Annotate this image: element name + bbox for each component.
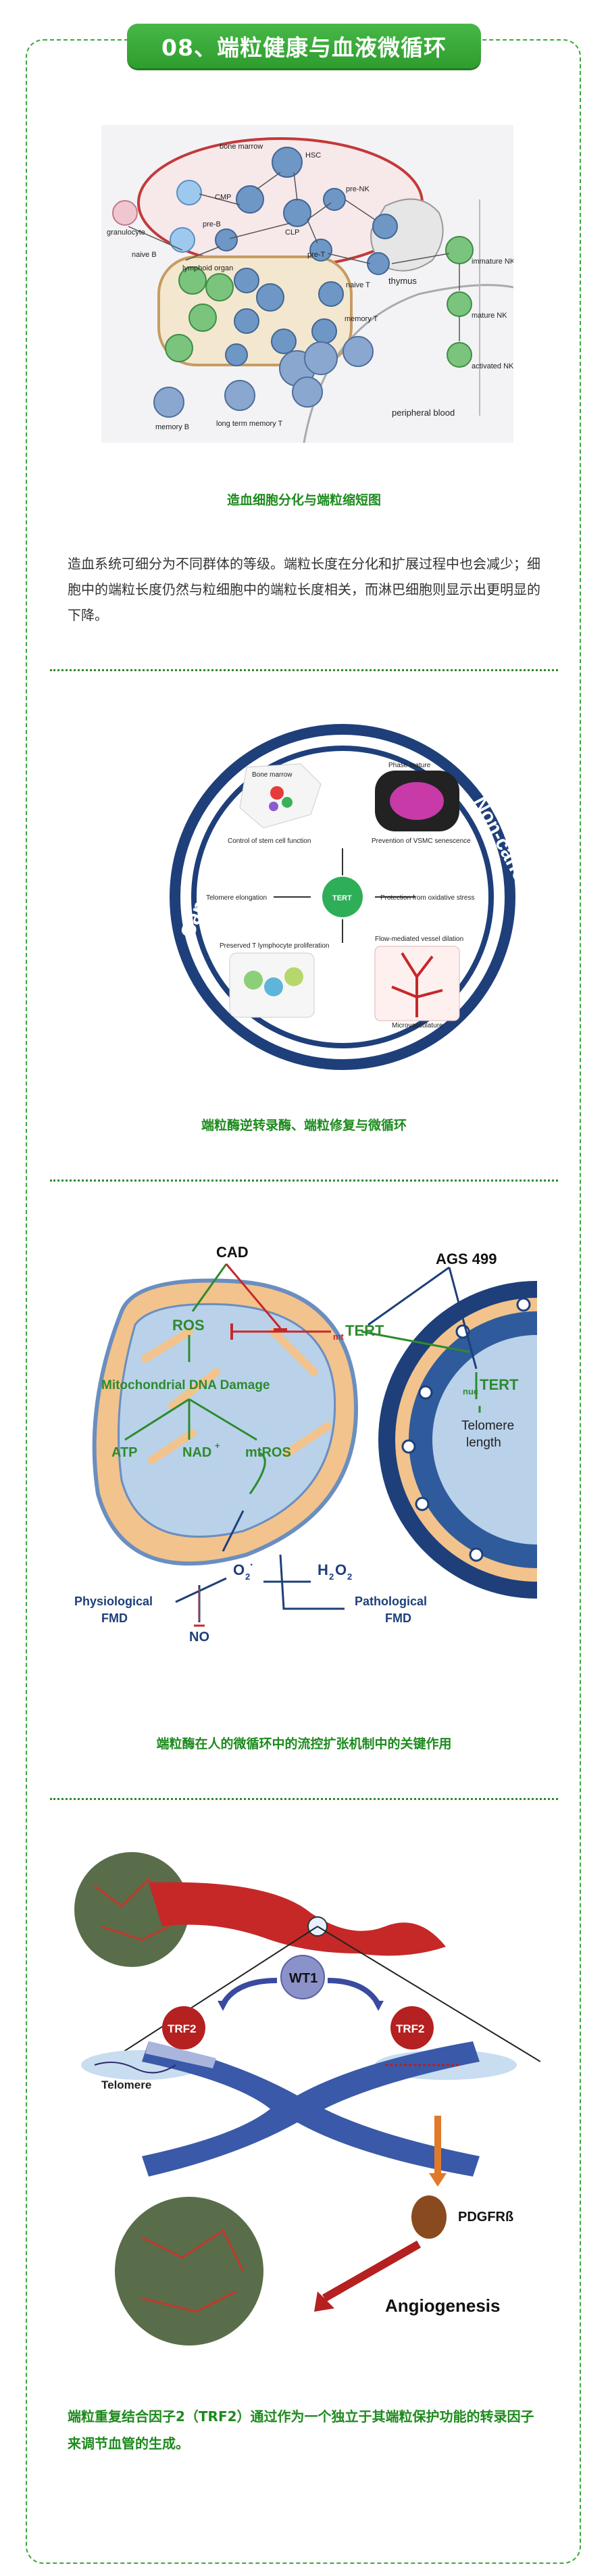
activated-nk-label: activated NK bbox=[472, 362, 513, 370]
wt1-label: WT1 bbox=[289, 1971, 318, 1986]
memory-b-label: memory B bbox=[155, 423, 189, 431]
patho-label-1: Pathological bbox=[355, 1595, 427, 1608]
tert-functions-figure: Canonical Non-canonical TERT Bone marrow… bbox=[170, 724, 520, 1070]
nucleus-inner bbox=[432, 1335, 537, 1545]
pdgfrb-node bbox=[411, 2195, 447, 2239]
chromosome bbox=[142, 2041, 480, 2177]
physio-label-2: FMD bbox=[101, 1611, 128, 1625]
patho-label-2: FMD bbox=[385, 1611, 411, 1625]
mtros-label: mtROS bbox=[245, 1445, 291, 1460]
h2o2-h-label: H bbox=[318, 1561, 328, 1578]
telomere-length-label-2: length bbox=[466, 1436, 501, 1450]
control-stem-label: Control of stem cell function bbox=[228, 837, 311, 845]
mature-nk-label: mature NK bbox=[472, 312, 507, 320]
naive-t-label: naive T bbox=[346, 281, 370, 289]
pdgfrb-label: PDGFRß bbox=[458, 2210, 513, 2225]
nad-label: NAD bbox=[182, 1445, 211, 1460]
trf2-angiogenesis-figure: WT1 TRF2 TRF2 Telomere PDGFRß Angiogenes… bbox=[68, 1839, 540, 2352]
long-term-memory-t-label: long term memory T bbox=[216, 420, 282, 428]
microvasculature-label: Microvasculature bbox=[392, 1022, 443, 1029]
thymus-label: thymus bbox=[388, 276, 417, 286]
nuc-prefix-label: nuc bbox=[463, 1386, 478, 1396]
tert-center bbox=[322, 877, 363, 917]
h2o2-sub-2: 2 bbox=[347, 1572, 352, 1582]
flow-mediated-label: Flow-mediated vessel dilation bbox=[375, 935, 463, 943]
immature-nk-label: immature NK bbox=[472, 258, 513, 266]
pre-nk-label: pre-NK bbox=[346, 185, 370, 193]
figure-3-caption: 端粒酶在人的微循环中的流控扩张机制中的关键作用 bbox=[156, 1736, 452, 1751]
nuc-tert-label: TERT bbox=[480, 1376, 519, 1393]
lymphoid-organ-label: lymphoid organ bbox=[182, 264, 233, 272]
trf2-right-node bbox=[390, 2006, 434, 2049]
bone-marrow-label: Bone marrow bbox=[252, 771, 293, 779]
prevention-vsmc-label: Prevention of VSMC senescence bbox=[372, 837, 471, 845]
trf2-left-label: TRF2 bbox=[168, 2022, 197, 2035]
preserved-t-label: Preserved T lymphocyte proliferation bbox=[220, 942, 330, 950]
naive-b-label: naive B bbox=[132, 251, 157, 259]
ros-label: ROS bbox=[172, 1317, 205, 1334]
pre-b-label: pre-B bbox=[203, 220, 221, 228]
no-label: NO bbox=[189, 1630, 209, 1645]
bone-marrow-label: bone marrow bbox=[220, 143, 263, 151]
blood-vessel bbox=[149, 1882, 446, 1956]
ags499-label: AGS 499 bbox=[436, 1250, 497, 1267]
o2-superscript: · bbox=[250, 1559, 253, 1571]
divider bbox=[50, 1180, 558, 1182]
figure-1-paragraph: 造血系统可细分为不同群体的等级。端粒长度在分化和扩展过程中也会减少；细胞中的端粒… bbox=[68, 556, 540, 623]
mt-tert-label: TERT bbox=[345, 1322, 384, 1339]
telomere-elongation-label: Telomere elongation bbox=[206, 894, 267, 902]
o2-label: O bbox=[233, 1561, 245, 1578]
mito-damage-label: Mitochondrial DNA Damage bbox=[101, 1378, 270, 1392]
section-title: 08、端粒健康与血液微循环 bbox=[161, 34, 447, 61]
tumor-bottom bbox=[115, 2197, 263, 2346]
tumor-top bbox=[74, 1852, 189, 1967]
granulocyte-label: granulocyte bbox=[107, 228, 145, 237]
h2o2-sub-1: 2 bbox=[329, 1572, 334, 1582]
divider bbox=[50, 669, 558, 671]
o2-subscript: 2 bbox=[245, 1572, 250, 1582]
fmd-mechanism-figure: CAD AGS 499 ROS mt TERT nuc TERT Mitocho… bbox=[74, 1244, 537, 1645]
figure-2-caption: 端粒酶逆转录酶、端粒修复与微循环 bbox=[201, 1118, 407, 1133]
cad-label: CAD bbox=[216, 1244, 249, 1261]
cmp-label: CMP bbox=[215, 193, 231, 201]
h2o2-o-label: O bbox=[335, 1561, 347, 1578]
mt-prefix-label: mt bbox=[333, 1332, 345, 1342]
telomere-label: Telomere bbox=[101, 2079, 151, 2091]
nad-plus-label: + bbox=[215, 1440, 220, 1451]
figure-4-caption: 端粒重复结合因子2（TRF2）通过作为一个独立于其端粒保护功能的转录因子来调节血… bbox=[68, 2408, 534, 2452]
phase-mature-label: Phase mature bbox=[388, 762, 431, 769]
memory-t-label: memory T bbox=[345, 315, 378, 323]
clp-label: CLP bbox=[285, 228, 299, 237]
hsc-label: HSC bbox=[305, 151, 321, 160]
pre-t-label: pre-T bbox=[307, 251, 326, 259]
telomere-length-label-1: Telomere bbox=[461, 1419, 514, 1433]
figure-1-caption: 造血细胞分化与端粒缩短图 bbox=[226, 493, 381, 508]
tert-center-label: TERT bbox=[332, 894, 352, 902]
section-header: 08、端粒健康与血液微循环 bbox=[127, 24, 481, 68]
hematopoiesis-figure: bone marrow HSC CMP CLP granulocyte pre-… bbox=[101, 125, 513, 443]
trf2-right-label: TRF2 bbox=[396, 2022, 425, 2035]
atp-label: ATP bbox=[111, 1445, 138, 1460]
protection-stress-label: Protection from oxidative stress bbox=[380, 894, 475, 902]
trf2-left-node bbox=[162, 2006, 205, 2049]
physio-label-1: Physiological bbox=[74, 1595, 153, 1608]
angiogenesis-label: Angiogenesis bbox=[385, 2295, 500, 2316]
divider bbox=[50, 1798, 558, 1800]
wt1-node bbox=[280, 1955, 325, 1999]
peripheral-blood-label: peripheral blood bbox=[392, 408, 455, 418]
